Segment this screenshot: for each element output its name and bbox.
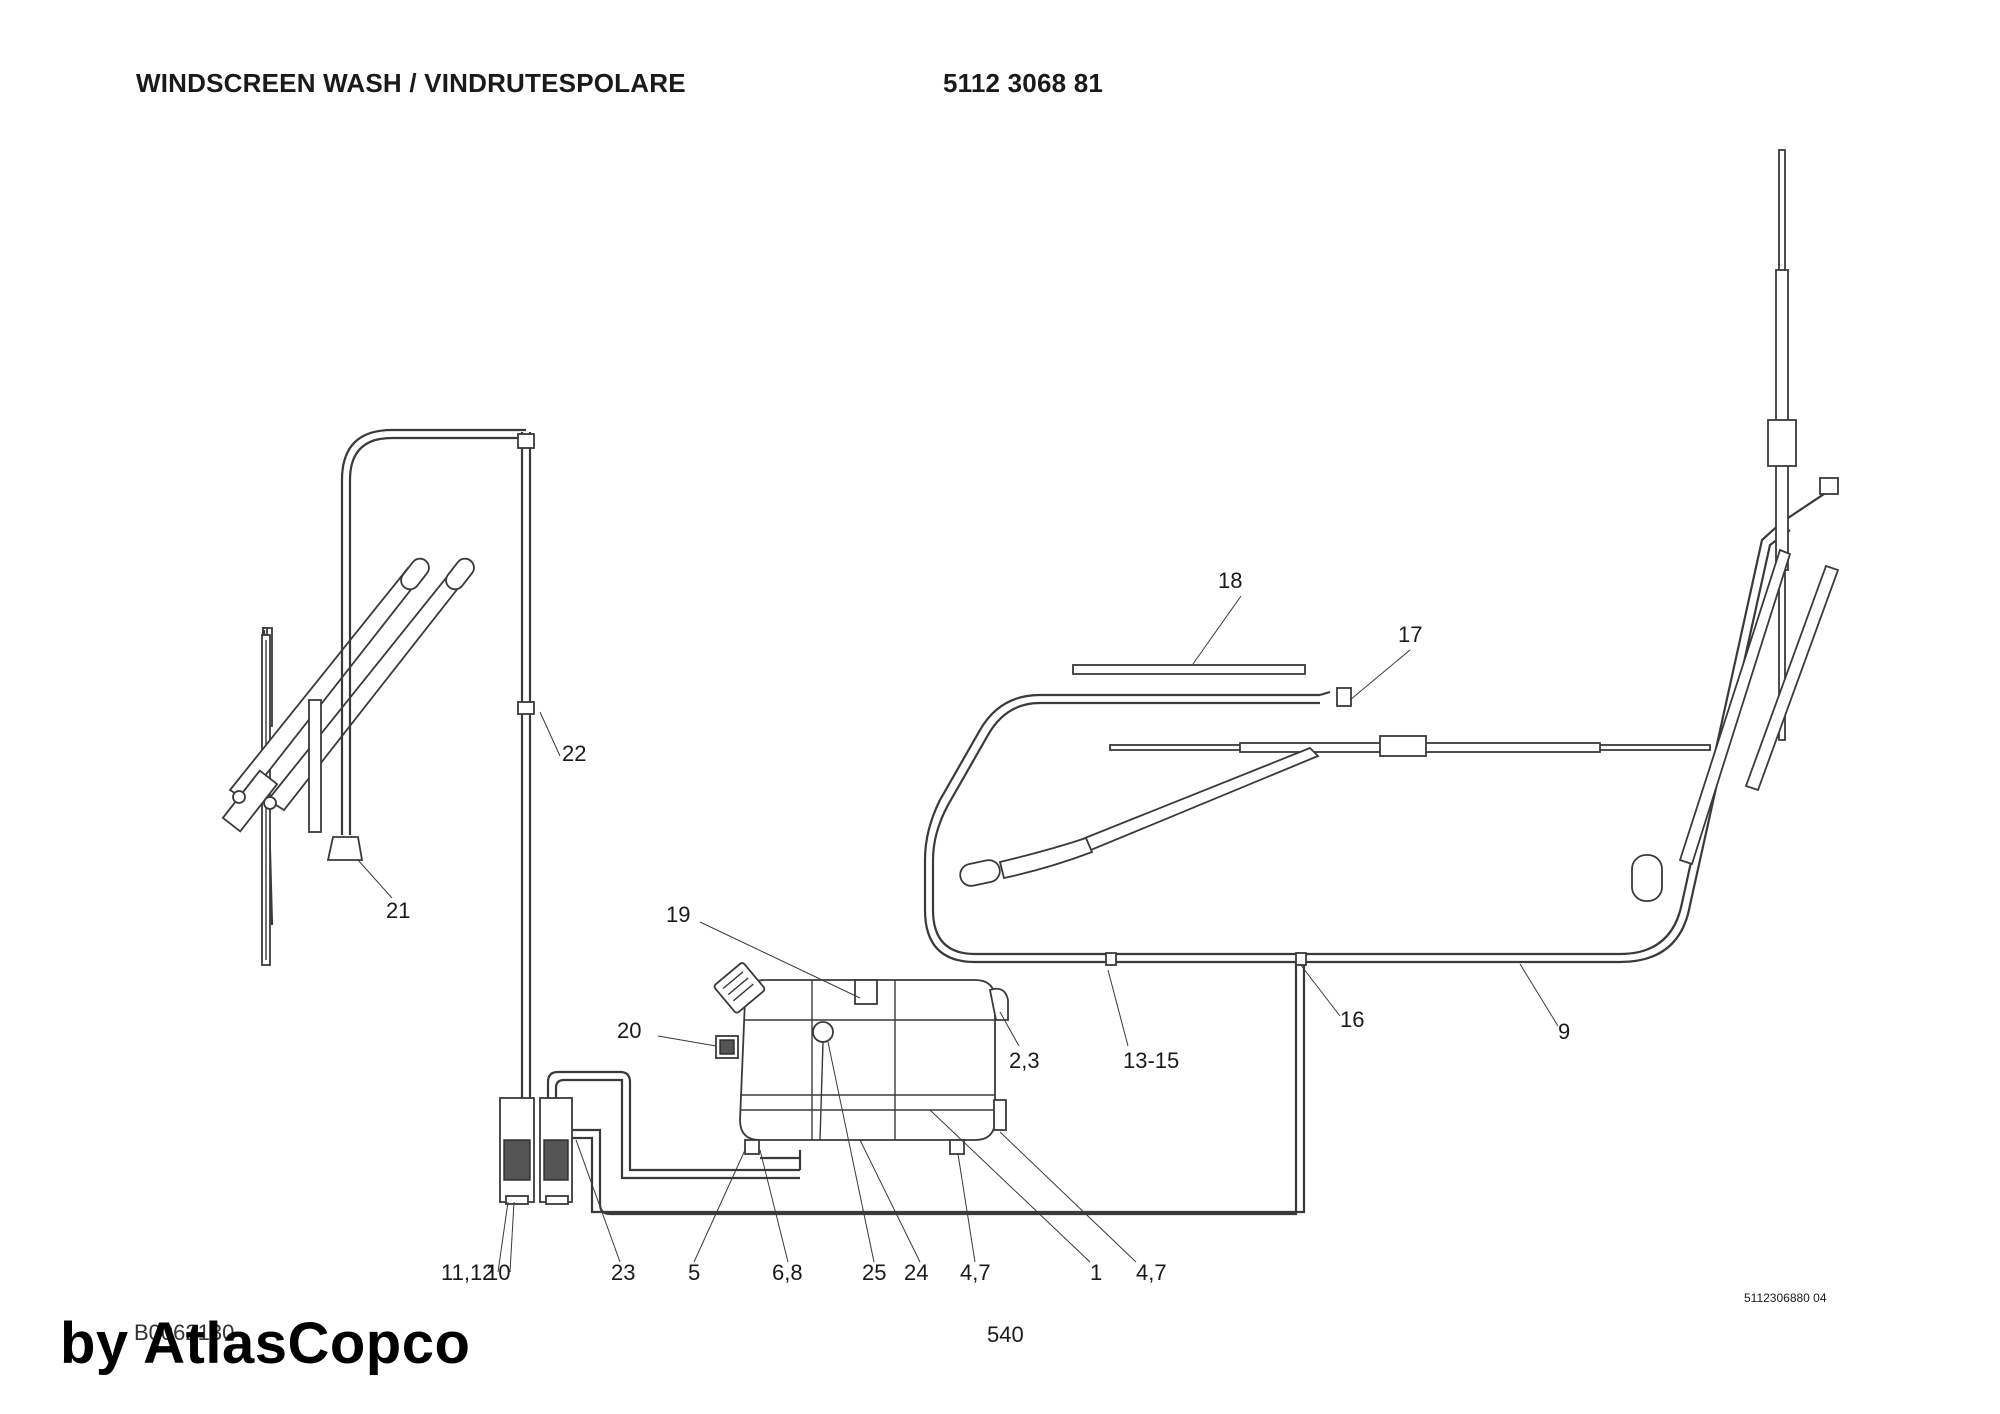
- nozzle-21: [326, 836, 364, 861]
- callout-16: 16: [1340, 1007, 1364, 1032]
- drawing-reference: 5112306880 04: [1744, 1291, 1827, 1305]
- level-sensor-24: [812, 1021, 834, 1043]
- washer-pumps: [499, 1097, 573, 1205]
- callout-20: 20: [617, 1018, 641, 1043]
- callout-24: 24: [904, 1260, 928, 1285]
- callout-4-7-right: 4,7: [1136, 1260, 1167, 1285]
- hose-connector-22: [517, 701, 535, 715]
- part-number: 5112 3068 81: [943, 68, 1104, 98]
- washer-tank: [713, 962, 1009, 1155]
- filler-cap: [713, 962, 766, 1014]
- front-wiper-assembly: [959, 735, 1711, 887]
- callout-5: 5: [688, 1260, 700, 1285]
- tank-top-boss: [854, 979, 878, 1005]
- callout-19: 19: [666, 902, 690, 927]
- callout-10: 10: [486, 1260, 510, 1285]
- callout-21: 21: [386, 898, 410, 923]
- spare-blade-strip: [308, 699, 322, 833]
- front-wiper-clip: [1379, 735, 1427, 757]
- page-title: WINDSCREEN WASH / VINDRUTESPOLARE: [136, 68, 686, 98]
- callout-25: 25: [862, 1260, 886, 1285]
- tank-outlet-2-3: [988, 987, 1009, 1021]
- rear-wiper-assembly: [1631, 149, 1840, 902]
- right-hose-circuit-9: [923, 529, 1791, 964]
- callout-labels: 18 17 22 21 19 20 2,3 13-15 16 9 11,12 1…: [386, 568, 1570, 1285]
- left-wiper-assembly: [221, 557, 475, 966]
- left-washer-hose: [340, 428, 526, 835]
- tank-side-fitting: [993, 1099, 1007, 1131]
- rear-wiper-clip: [1767, 419, 1797, 467]
- leader-lines: [357, 595, 1559, 1273]
- page-number: 540: [987, 1322, 1024, 1347]
- callout-4-7-left: 4,7: [960, 1260, 991, 1285]
- tank-outlet-4-7: [949, 1139, 965, 1155]
- sheet-code: B0062130: [134, 1320, 235, 1345]
- callout-1: 1: [1090, 1260, 1102, 1285]
- t-connector-13-15: [1105, 952, 1117, 966]
- callout-2-3: 2,3: [1009, 1048, 1040, 1073]
- callout-9: 9: [1558, 1019, 1570, 1044]
- callout-11-12: 11,12: [441, 1260, 494, 1285]
- callout-18: 18: [1218, 568, 1242, 593]
- spare-blade-18: [1072, 664, 1306, 675]
- hose-connector-top: [517, 433, 535, 449]
- callout-17: 17: [1398, 622, 1422, 647]
- callout-6-8: 6,8: [772, 1260, 803, 1285]
- callout-22: 22: [562, 741, 586, 766]
- nozzle-17: [1336, 687, 1352, 707]
- spare-blade-rear: [1744, 564, 1840, 792]
- callout-13-15: 13-15: [1123, 1048, 1179, 1073]
- tank-outlet-5: [744, 1139, 760, 1155]
- callout-23: 23: [611, 1260, 635, 1285]
- nozzle-rear: [1819, 477, 1839, 495]
- watermark-text: by AtlasCopco: [60, 1311, 471, 1376]
- t-connector-16: [1295, 952, 1307, 966]
